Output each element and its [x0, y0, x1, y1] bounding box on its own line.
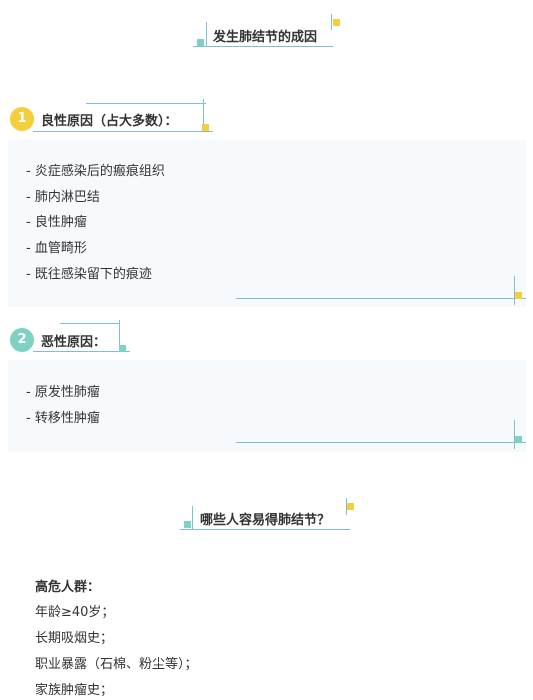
heading-underline — [33, 351, 130, 352]
list-item: - 炎症感染后的瘢痕组织 — [26, 164, 165, 179]
title-divider-left — [192, 506, 193, 530]
number-badge-1: 1 — [10, 107, 34, 131]
list-item: - 转移性肿瘤 — [26, 411, 100, 426]
teal-square-icon — [197, 39, 204, 46]
teal-square-icon — [119, 345, 126, 352]
list-item: - 原发性肺瘤 — [26, 385, 100, 400]
heading-divider — [203, 99, 204, 131]
list-item: - 肺内淋巴结 — [26, 190, 100, 205]
list-item: - 血管畸形 — [26, 241, 87, 256]
number-badge-2: 2 — [10, 328, 34, 352]
yellow-square-icon — [515, 292, 522, 299]
box-corner-line — [514, 420, 515, 449]
title-divider-right — [346, 498, 347, 515]
benign-heading: 良性原因（占大多数）： — [41, 114, 178, 129]
teal-square-icon — [184, 521, 191, 528]
section-title-text: 发生肺结节的成因 — [213, 30, 318, 45]
malignant-list-box — [8, 360, 526, 452]
heading-divider — [119, 320, 120, 352]
yellow-square-icon — [347, 503, 354, 510]
section-title-text: 哪些人容易得肺结节？ — [200, 513, 331, 528]
title-divider-right — [331, 14, 332, 30]
title-underline — [180, 529, 350, 530]
highrisk-line: 职业暴露（石棉、粉尘等）； — [35, 657, 198, 672]
yellow-square-icon — [333, 19, 340, 26]
benign-list-box — [8, 140, 526, 307]
heading-topline — [60, 323, 120, 324]
teal-square-icon — [515, 436, 522, 443]
box-bottom-line — [236, 298, 526, 299]
title-underline — [193, 46, 333, 47]
heading-underline — [33, 131, 213, 132]
highrisk-line: 年龄≥40岁； — [35, 605, 115, 620]
heading-topline — [86, 103, 206, 104]
highrisk-heading: 高危人群： — [35, 580, 101, 595]
malignant-heading: 恶性原因： — [41, 335, 107, 350]
box-corner-line — [514, 276, 515, 305]
highrisk-line: 家族肿瘤史； — [35, 683, 114, 698]
highrisk-line: 长期吸烟史； — [35, 631, 114, 646]
title-divider-left — [206, 22, 207, 46]
box-bottom-line — [236, 442, 526, 443]
list-item: - 既往感染留下的痕迹 — [26, 267, 152, 282]
yellow-square-icon — [202, 124, 209, 131]
list-item: - 良性肿瘤 — [26, 215, 87, 230]
